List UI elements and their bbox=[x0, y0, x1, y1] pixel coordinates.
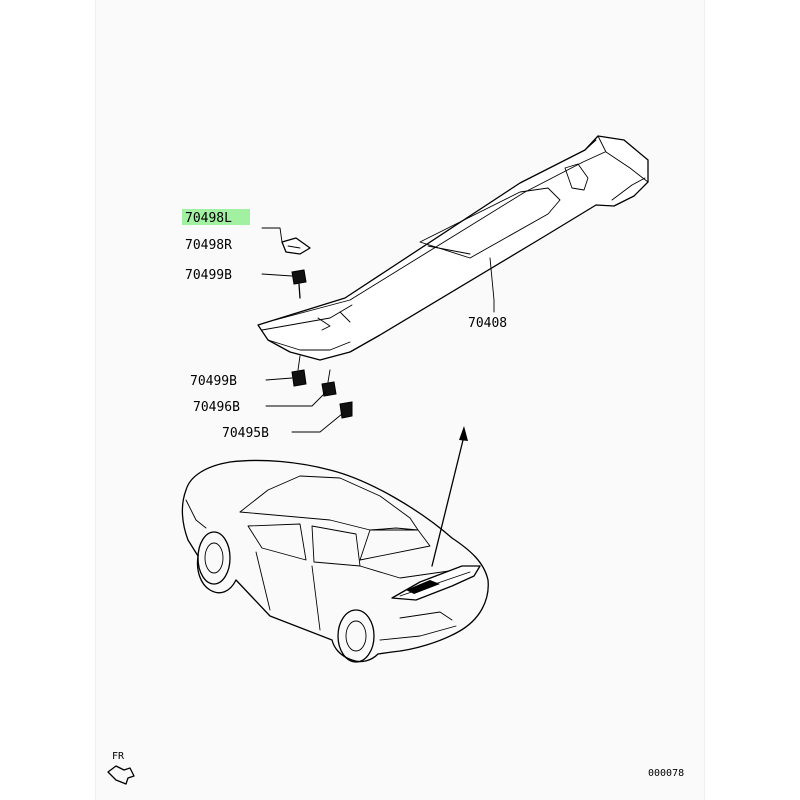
callout-70496b[interactable]: 70496B bbox=[193, 400, 240, 415]
callout-70499b-bottom[interactable]: 70499B bbox=[190, 374, 237, 389]
figure-number: 000078 bbox=[648, 768, 684, 779]
orientation-mark: FR bbox=[107, 751, 135, 785]
orientation-label: FR bbox=[112, 751, 125, 762]
callout-70498r[interactable]: 70498R bbox=[185, 238, 232, 253]
emblem-part bbox=[281, 237, 311, 255]
rear-spoiler bbox=[257, 135, 649, 361]
screw-top bbox=[291, 269, 307, 299]
callout-70495b[interactable]: 70495B bbox=[222, 426, 269, 441]
callout-70408[interactable]: 70408 bbox=[468, 316, 507, 331]
highlight-marker bbox=[182, 209, 250, 225]
fastener-70496b bbox=[321, 369, 337, 397]
callout-70499b-top[interactable]: 70499B bbox=[185, 268, 232, 283]
location-arrow bbox=[431, 426, 468, 567]
fastener-70499b-bottom bbox=[291, 355, 307, 387]
callout-70498l[interactable]: 70498L bbox=[185, 211, 232, 226]
leader-lines bbox=[261, 227, 495, 433]
front-arrow-icon bbox=[107, 765, 135, 785]
diagram-sheet bbox=[96, 0, 704, 800]
car-illustration bbox=[181, 459, 489, 663]
fastener-70495b bbox=[339, 401, 353, 419]
